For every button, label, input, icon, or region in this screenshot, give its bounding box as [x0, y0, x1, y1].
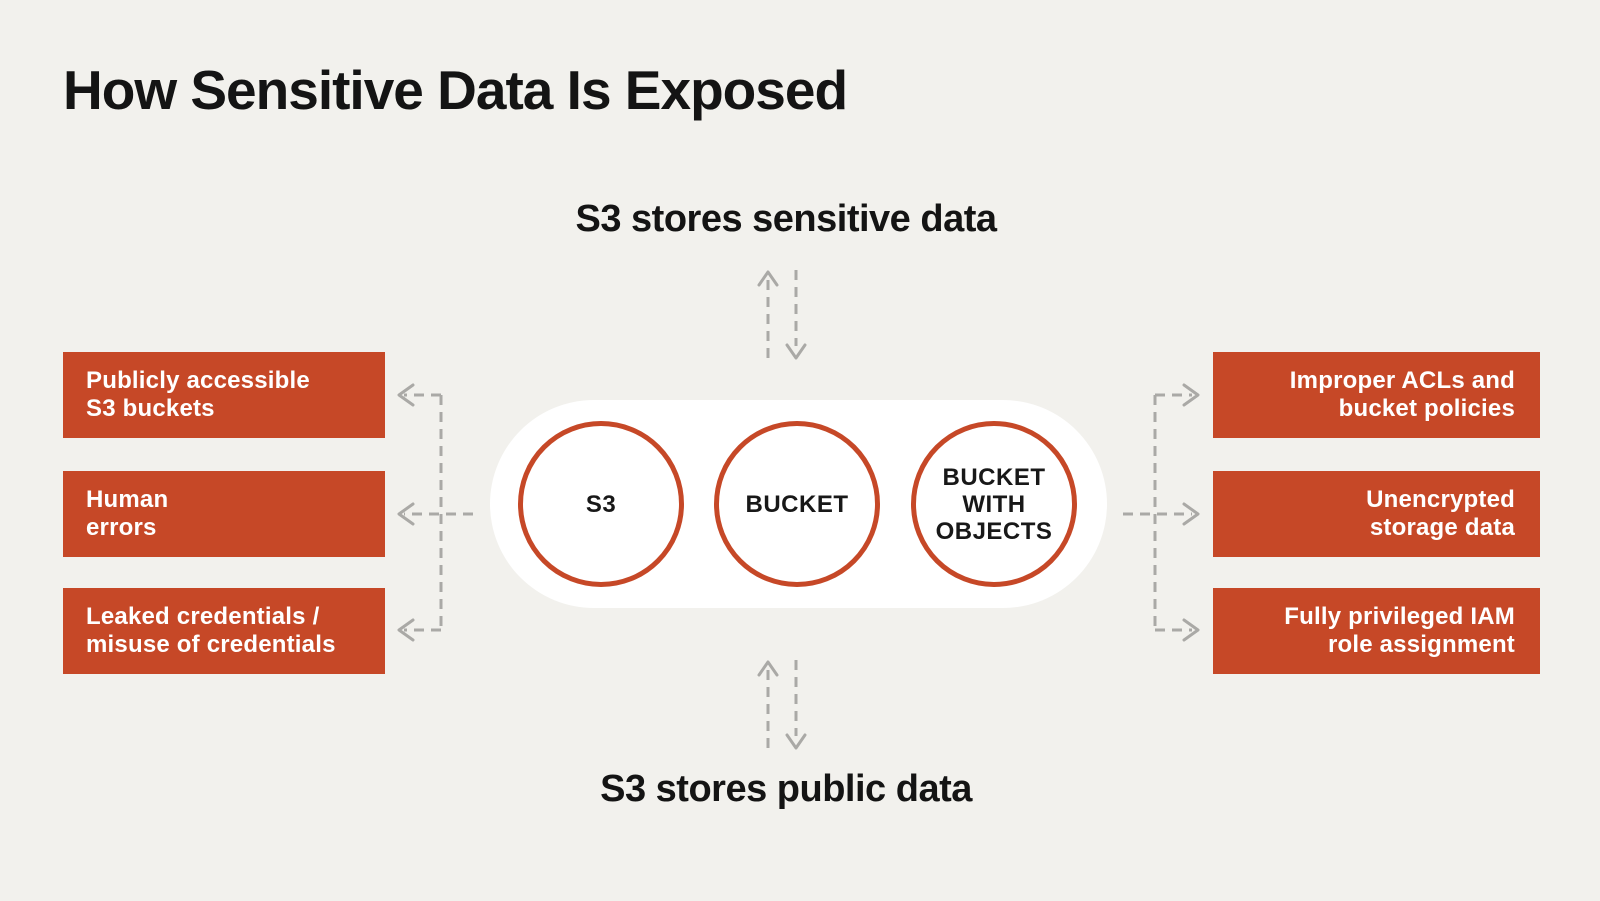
s3-pipeline-pill: S3 BUCKET BUCKET WITH OBJECTS [490, 400, 1107, 608]
arrow-down-icon [785, 660, 807, 750]
page-title: How Sensitive Data Is Exposed [63, 59, 848, 121]
cause-box-label: Human errors [86, 486, 169, 541]
stage-label: S3 [585, 490, 617, 518]
risk-box-label: Fully privileged IAM role assignment [1284, 603, 1515, 658]
stage-label: BUCKET WITH OBJECTS [935, 463, 1053, 545]
stage-label: BUCKET [745, 490, 849, 518]
risk-box-fully-privileged-iam-role: Fully privileged IAM role assignment [1213, 588, 1540, 674]
top-flow-label: S3 stores sensitive data [575, 198, 998, 240]
bottom-flow-label: S3 stores public data [600, 768, 972, 810]
left-dashed-connector [397, 383, 473, 642]
risk-box-label: Unencrypted storage data [1366, 486, 1515, 541]
risk-box-label: Improper ACLs and bucket policies [1289, 367, 1515, 422]
cause-box-label: Publicly accessible S3 buckets [86, 367, 310, 422]
right-dashed-connector [1123, 383, 1200, 642]
cause-box-publicly-accessible-s3-buckets: Publicly accessible S3 buckets [63, 352, 385, 438]
cause-box-human-errors: Human errors [63, 471, 385, 557]
arrow-up-icon [757, 270, 779, 360]
cause-box-leaked-credentials: Leaked credentials / misuse of credentia… [63, 588, 385, 674]
arrow-down-icon [785, 270, 807, 360]
arrow-up-icon [757, 660, 779, 750]
stage-circle-bucket-with-objects: BUCKET WITH OBJECTS [911, 421, 1077, 587]
risk-box-improper-acls-bucket-policies: Improper ACLs and bucket policies [1213, 352, 1540, 438]
stage-circle-bucket: BUCKET [714, 421, 880, 587]
stage-circle-s3: S3 [518, 421, 684, 587]
risk-box-unencrypted-storage-data: Unencrypted storage data [1213, 471, 1540, 557]
cause-box-label: Leaked credentials / misuse of credentia… [86, 603, 336, 658]
